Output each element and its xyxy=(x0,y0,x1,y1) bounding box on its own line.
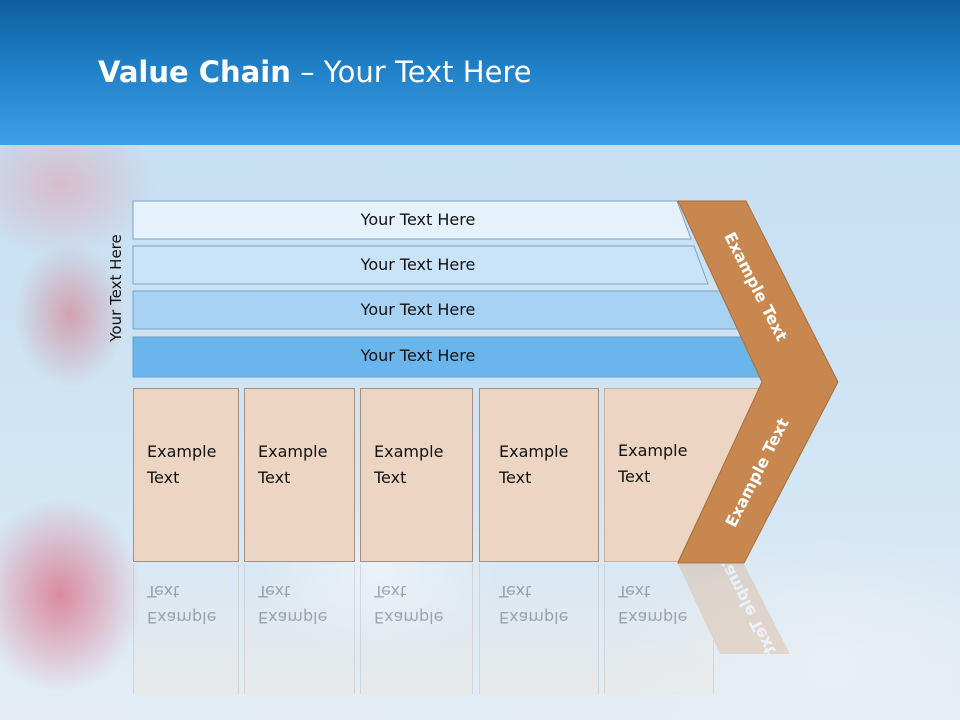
box-line-2: Text xyxy=(618,467,651,486)
box-line-1: Example xyxy=(618,441,688,460)
band-label: Your Text Here xyxy=(360,210,476,229)
activity-box-5: Example Text xyxy=(604,388,762,562)
box-line-2: Text xyxy=(147,468,180,487)
activity-box-3: Example Text xyxy=(360,388,473,562)
activity-box-2: Example Text xyxy=(244,388,355,562)
activity-box-1: Example Text xyxy=(133,388,239,562)
box-line-1: Example xyxy=(147,442,217,461)
page-title: Value Chain – Your Text Here xyxy=(98,55,532,89)
title-rest: – Your Text Here xyxy=(290,55,532,89)
box-line-1: Example xyxy=(499,442,569,461)
box-line-1: Example xyxy=(258,442,328,461)
box-line-1: Example xyxy=(374,442,444,461)
box-line-2: Text xyxy=(374,468,407,487)
activity-box-4: Example Text xyxy=(479,388,599,562)
header-bar: Value Chain – Your Text Here xyxy=(0,0,960,145)
band-label: Your Text Here xyxy=(360,346,476,365)
band-label: Your Text Here xyxy=(360,255,476,274)
title-bold: Value Chain xyxy=(98,55,291,89)
band-label: Your Text Here xyxy=(360,300,476,319)
box-line-2: Text xyxy=(499,468,532,487)
box-line-2: Text xyxy=(258,468,291,487)
